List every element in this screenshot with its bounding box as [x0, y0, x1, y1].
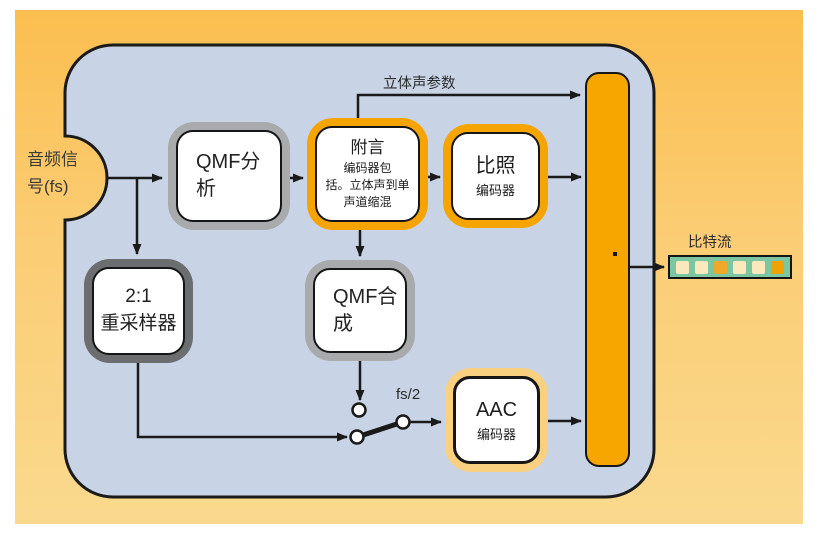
audio-input-label: 音频信 号(fs): [27, 150, 78, 196]
block-aac-title: AAC: [475, 398, 518, 421]
half-sample-rate-label: fs/2: [396, 386, 421, 403]
block-aac-encoder: AAC 编码器: [445, 368, 548, 472]
block-side-info-description: 编码器包 括。立体声到单 声道缩混: [325, 161, 410, 209]
block-qmf-analysis: QMF分 析: [168, 122, 290, 230]
block-resampler-box: 2:1 重采样器: [92, 267, 185, 355]
bitstream-square: [695, 260, 708, 274]
block-qmf-synthesis-box: QMF合 成: [313, 268, 407, 353]
arrow-resampler-to-switch: [136, 363, 348, 442]
mux-dot: [613, 252, 617, 256]
block-sbr-title: 比照: [475, 154, 516, 177]
block-sbr-encoder: 比照 编码器: [443, 124, 548, 228]
block-qmf-analysis-box: QMF分 析: [176, 130, 282, 222]
switch-contact-output: [395, 414, 411, 430]
block-resampler-label: 2:1 重采样器: [100, 286, 177, 334]
stereo-parameters-label: 立体声参数: [383, 76, 456, 92]
bitstream-strip: [668, 255, 792, 279]
bitstream-square: [714, 260, 727, 274]
block-resampler: 2:1 重采样器: [84, 259, 193, 363]
block-qmf-synthesis: QMF合 成: [305, 260, 415, 361]
sample-rate-switch: [349, 402, 411, 445]
block-aac-subtitle: 编码器: [476, 426, 516, 442]
bitstream-square: [752, 260, 765, 274]
arrow-stereo-params-to-mux: [356, 90, 581, 118]
block-qmf-synthesis-label: QMF合 成: [333, 285, 398, 335]
bitstream-multiplexer-bar: [585, 72, 630, 467]
block-side-info-title: 附言: [350, 137, 385, 157]
bitstream-square: [771, 260, 784, 274]
bitstream-label: 比特流: [688, 235, 732, 251]
block-side-info-encoder-box: 附言 编码器包 括。立体声到单 声道缩混: [315, 126, 420, 222]
block-qmf-analysis-label: QMF分 析: [196, 151, 261, 200]
block-sbr-encoder-box: 比照 编码器: [451, 132, 540, 220]
bitstream-square: [676, 260, 689, 274]
bitstream-square: [733, 260, 746, 274]
switch-contact-pole: [349, 429, 365, 445]
switch-contact-top: [351, 402, 367, 418]
connector-arrows: [107, 90, 665, 442]
block-side-info-encoder: 附言 编码器包 括。立体声到单 声道缩混: [307, 118, 428, 230]
switch-lever: [356, 419, 404, 440]
block-sbr-subtitle: 编码器: [475, 182, 515, 198]
block-aac-encoder-box: AAC 编码器: [453, 376, 540, 464]
